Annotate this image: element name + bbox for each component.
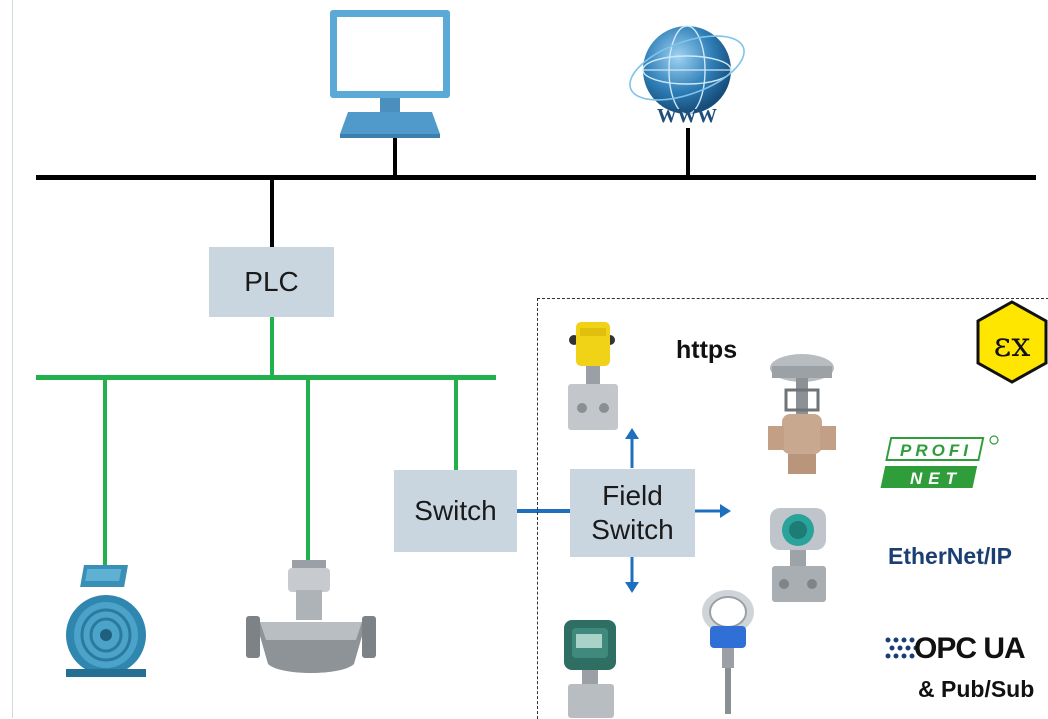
electric-motor-icon: [66, 565, 146, 677]
world-wide-web-globe-icon: WWW: [629, 25, 745, 127]
pub-sub-label: & Pub/Sub: [918, 676, 1035, 702]
field-switch-node: Field Switch: [570, 469, 695, 557]
flowmeter-drop: [306, 378, 310, 563]
pressure-transmitter-icon: [770, 508, 826, 602]
field-bus: [36, 375, 496, 380]
profinet-top-label: PROFI: [900, 441, 972, 460]
profinet-logo: PROFI NET: [880, 435, 999, 488]
differential-pressure-transmitter-icon: [564, 620, 616, 718]
plc-node: PLC: [209, 247, 334, 317]
computer-connector: [393, 138, 397, 178]
motor-drop: [103, 378, 107, 573]
https-label: https: [676, 336, 738, 364]
ex-mark-label: εx: [994, 325, 1031, 365]
radar-level-transmitter-icon: [568, 322, 618, 430]
field-switch-label-line2: Switch: [591, 514, 674, 545]
arrow-up-icon: [625, 428, 639, 468]
switch-node: Switch: [394, 470, 517, 552]
field-network-region: [537, 298, 1048, 719]
arrow-down-icon: [625, 557, 639, 593]
plc-label: PLC: [244, 266, 299, 298]
profinet-bottom-label: NET: [910, 469, 962, 488]
switch-label: Switch: [414, 495, 497, 527]
plc-downlink: [270, 317, 274, 377]
switch-drop: [454, 378, 458, 470]
globe-connector: [686, 128, 690, 178]
opc-ua-logo-text: OPC UA: [914, 632, 1026, 665]
ex-explosion-protection-icon: εx: [976, 300, 1048, 384]
switch-to-field-switch-link: [517, 509, 572, 513]
ethernet-ip-logo: EtherNet/IP: [888, 543, 1012, 569]
plc-uplink: [270, 178, 274, 248]
page-left-border: [12, 0, 13, 718]
temperature-transmitter-icon: [702, 590, 754, 714]
field-switch-label-line1: Field: [602, 480, 663, 512]
arrow-right-icon: [695, 504, 731, 518]
coriolis-flowmeter-icon: [246, 560, 376, 673]
opc-ua-dots-icon: [885, 637, 919, 659]
www-label: WWW: [657, 105, 717, 127]
plant-ethernet-bus: [36, 175, 1036, 180]
computer-monitor-icon: [330, 10, 450, 138]
control-valve-icon: [768, 354, 836, 474]
